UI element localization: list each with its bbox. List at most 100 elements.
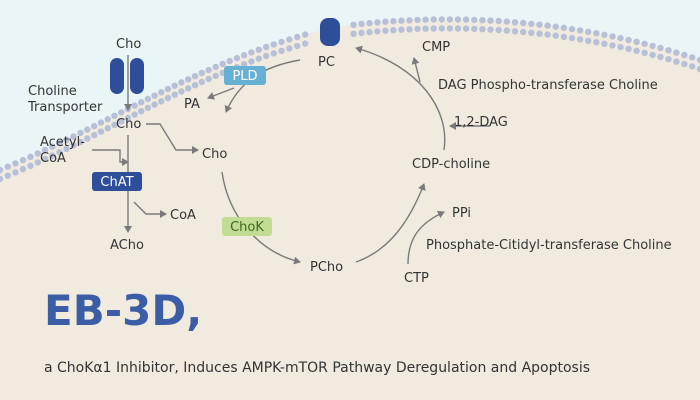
membrane-bead: [104, 125, 112, 132]
dag-label: 1,2-DAG: [454, 115, 508, 130]
membrane-bead: [164, 85, 172, 93]
membrane-bead: [34, 150, 41, 157]
membrane-bead: [205, 75, 212, 83]
membrane-bead: [198, 78, 205, 86]
membrane-bead: [511, 28, 519, 35]
membrane-bead: [503, 18, 510, 25]
membrane-bead: [138, 108, 145, 115]
membrane-bead: [138, 99, 145, 106]
membrane-bead: [358, 29, 365, 37]
membrane-bead: [97, 128, 105, 135]
membrane-bead: [665, 56, 672, 63]
membrane-bead: [19, 156, 27, 164]
membrane-bead: [552, 32, 559, 39]
membrane-bead: [350, 30, 357, 37]
membrane-bead: [665, 47, 672, 54]
membrane-bead: [302, 40, 309, 47]
membrane-bead: [390, 18, 397, 25]
membrane-bead: [263, 52, 270, 60]
membrane-bead: [91, 122, 98, 130]
membrane-bead: [111, 121, 118, 128]
membrane-bead: [617, 43, 624, 51]
membrane-bead: [495, 17, 502, 25]
membrane-bead: [585, 37, 592, 44]
membrane-bead: [56, 149, 63, 156]
membrane-bead: [568, 25, 576, 33]
cell-membrane: [0, 16, 700, 183]
membrane-bead: [233, 54, 241, 62]
membrane-bead: [696, 56, 700, 64]
membrane-bead: [681, 60, 688, 68]
membrane-bead: [633, 38, 640, 45]
membrane-bead: [560, 24, 568, 31]
cell-interior: [0, 19, 700, 400]
membrane-bead: [536, 21, 543, 28]
membrane-bead: [4, 172, 11, 179]
membrane-bead: [382, 18, 389, 25]
membrane-bead: [366, 28, 373, 36]
chok-label: ChoK: [230, 220, 264, 235]
membrane-bead: [641, 40, 648, 47]
membrane-bead: [226, 57, 233, 65]
membrane-bead: [641, 49, 648, 56]
membrane-bead: [689, 54, 696, 61]
membrane-bead: [696, 65, 700, 73]
cdp-choline-label: CDP-choline: [412, 157, 490, 172]
membrane-bead: [544, 31, 551, 38]
membrane-bead: [240, 60, 248, 68]
membrane-bead: [84, 126, 91, 133]
membrane-bead: [576, 27, 584, 34]
cho-cycle-label: Cho: [202, 147, 227, 162]
dag-enzyme-label: DAG Phospho-transferase Choline: [438, 78, 658, 93]
membrane-bead: [171, 91, 178, 98]
pld-label: PLD: [232, 69, 257, 84]
membrane-bead: [27, 162, 34, 169]
membrane-bead: [382, 27, 389, 34]
membrane-bead: [689, 63, 696, 70]
membrane-bead: [263, 43, 270, 51]
page-title: EB-3D,: [44, 286, 202, 335]
chat-enzyme-badge: [92, 172, 142, 191]
membrane-bead: [144, 104, 152, 112]
membrane-bead: [111, 112, 118, 120]
membrane-bead: [601, 31, 608, 38]
membrane-bead: [278, 38, 285, 46]
membrane-bead: [286, 45, 293, 52]
membrane-bead: [205, 66, 212, 74]
chok-enzyme-badge: [222, 217, 272, 236]
membrane-bead: [278, 47, 285, 55]
membrane-bead: [366, 19, 373, 27]
membrane-bead: [617, 34, 624, 42]
membrane-bead: [446, 16, 454, 23]
ppi-label: PPi: [452, 206, 471, 221]
choline-transporter-label-line2: Transporter: [27, 100, 103, 115]
membrane-bead: [70, 133, 77, 140]
membrane-bead: [212, 72, 219, 80]
membrane-bead: [471, 25, 478, 33]
membrane-bead: [185, 85, 192, 92]
membrane-bead: [528, 20, 535, 27]
membrane-bead: [124, 114, 132, 122]
pcho-label: PCho: [310, 260, 343, 275]
membrane-bead: [681, 51, 688, 59]
membrane-bead: [171, 82, 178, 89]
choline-transporter-label-line1: Choline: [28, 84, 77, 99]
membrane-bead: [151, 92, 158, 99]
membrane-bead: [673, 58, 680, 65]
membrane-bead: [77, 129, 84, 137]
membrane-bead: [487, 17, 494, 24]
membrane-bead: [520, 19, 527, 27]
membrane-bead: [511, 19, 519, 26]
membrane-bead: [34, 159, 41, 166]
membrane-bead: [454, 25, 462, 32]
membrane-bead: [131, 102, 138, 109]
membrane-bead: [91, 131, 98, 139]
membrane-bead: [593, 39, 600, 46]
coa-label: CoA: [170, 208, 196, 223]
membrane-bead: [144, 95, 152, 103]
membrane-bead: [406, 17, 413, 24]
cho-to-cycle-arrow: [146, 123, 199, 154]
membrane-bead: [158, 89, 165, 96]
membrane-bead: [63, 136, 70, 143]
membrane-bead: [41, 146, 49, 154]
